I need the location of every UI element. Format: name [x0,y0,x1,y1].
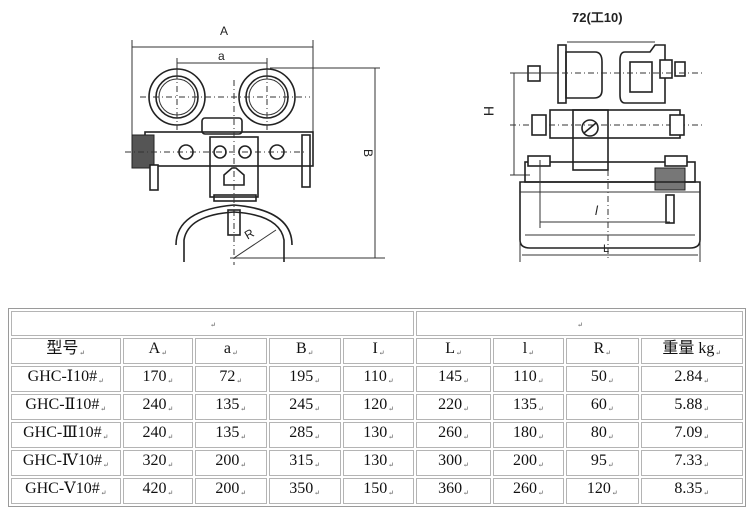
cell-I: 120↵ [342,394,415,420]
cell-A: 170↵ [122,366,194,392]
column-header-weight: 重量 kg↵ [640,338,743,364]
table-row: GHC-Ⅱ10#↵240↵135↵245↵120↵220↵135↵60↵5.88… [11,394,743,420]
label-B: B [361,149,375,157]
cell-model: GHC-Ⅰ10#↵ [11,366,121,392]
collector-arc [175,204,293,262]
cell-R: 95↵ [566,450,639,476]
merged-header-right: ↵ [416,311,743,336]
insulator-block [131,134,159,191]
specification-table: ↵ ↵ 型号↵ A↵ a↵ B↵ I↵ L↵ l↵ R↵ 重量 kg↵ GHC-… [8,308,746,507]
cell-L: 145↵ [416,366,491,392]
column-header-R: R↵ [566,338,639,364]
side-view-drawing: 72(工10) H l L [481,10,705,262]
column-header-model: 型号↵ [11,338,121,364]
cell-weight: 5.88↵ [640,394,743,420]
column-header-A: A↵ [122,338,194,364]
cell-a: 135↵ [195,394,267,420]
cell-R: 80↵ [566,422,639,448]
cell-B: 195↵ [268,366,341,392]
table-body: GHC-Ⅰ10#↵170↵72↵195↵110↵145↵110↵50↵2.84↵… [11,366,743,504]
cell-weight: 2.84↵ [640,366,743,392]
cell-L: 300↵ [416,450,491,476]
cell-l: 135↵ [492,394,565,420]
table-row: GHC-Ⅴ10#↵420↵200↵350↵150↵360↵260↵120↵8.3… [11,478,743,504]
cell-weight: 7.09↵ [640,422,743,448]
cell-L: 360↵ [416,478,491,504]
cell-I: 110↵ [342,366,415,392]
merged-header-left: ↵ [11,311,415,336]
label-A: A [220,24,228,38]
label-R: R [242,226,257,243]
cell-model: GHC-Ⅲ10#↵ [11,422,121,448]
merged-header-row: ↵ ↵ [11,311,743,336]
dimension-L: L [519,240,701,262]
wheel-left [557,44,603,104]
cell-I: 130↵ [342,422,415,448]
cell-B: 285↵ [268,422,341,448]
label-top-dimension: 72(工10) [572,10,623,25]
wheel-right-section [619,44,686,104]
cell-l: 110↵ [492,366,565,392]
cell-B: 245↵ [268,394,341,420]
cell-L: 220↵ [416,394,491,420]
cell-R: 50↵ [566,366,639,392]
cell-model: GHC-Ⅴ10#↵ [11,478,121,504]
table-row: GHC-Ⅳ10#↵320↵200↵315↵130↵300↵200↵95↵7.33… [11,450,743,476]
column-header-L: L↵ [416,338,491,364]
cell-I: 130↵ [342,450,415,476]
cell-A: 420↵ [122,478,194,504]
column-header-I: I↵ [342,338,415,364]
cell-model: GHC-Ⅳ10#↵ [11,450,121,476]
table-row: GHC-Ⅰ10#↵170↵72↵195↵110↵145↵110↵50↵2.84↵ [11,366,743,392]
dimension-B: B [230,67,385,259]
cell-l: 180↵ [492,422,565,448]
cell-model: GHC-Ⅱ10#↵ [11,394,121,420]
dimension-l: l [539,160,670,228]
front-view-drawing: A a B [125,24,385,265]
cell-a: 200↵ [195,478,267,504]
column-header-row: 型号↵ A↵ a↵ B↵ I↵ L↵ l↵ R↵ 重量 kg↵ [11,338,743,364]
cell-weight: 7.33↵ [640,450,743,476]
label-a: a [218,49,225,63]
label-l: l [595,203,599,218]
cell-L: 260↵ [416,422,491,448]
column-header-B: B↵ [268,338,341,364]
cell-R: 60↵ [566,394,639,420]
cell-l: 260↵ [492,478,565,504]
cell-R: 120↵ [566,478,639,504]
table-row: GHC-Ⅲ10#↵240↵135↵285↵130↵260↵180↵80↵7.09… [11,422,743,448]
label-H: H [481,106,497,116]
cell-A: 320↵ [122,450,194,476]
cell-I: 150↵ [342,478,415,504]
cell-weight: 8.35↵ [640,478,743,504]
column-header-a: a↵ [195,338,267,364]
dimension-a: a [176,49,268,75]
cell-a: 200↵ [195,450,267,476]
bolts [178,144,285,160]
dimension-H: H [481,72,558,176]
cell-A: 240↵ [122,394,194,420]
cell-a: 135↵ [195,422,267,448]
column-header-l: l↵ [492,338,565,364]
cell-B: 350↵ [268,478,341,504]
cell-A: 240↵ [122,422,194,448]
label-L: L [603,243,609,255]
cell-B: 315↵ [268,450,341,476]
cell-a: 72↵ [195,366,267,392]
cell-l: 200↵ [492,450,565,476]
